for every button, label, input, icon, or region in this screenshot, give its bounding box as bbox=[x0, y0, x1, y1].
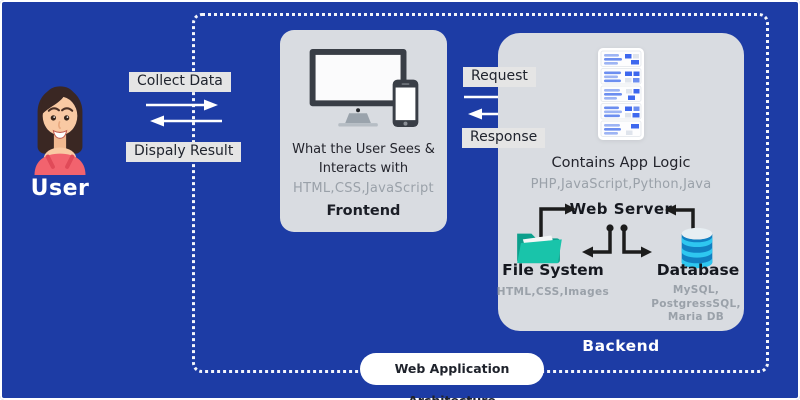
user-frontend-arrows-icon bbox=[146, 99, 222, 127]
frontend-description: What the User Sees & Interacts with bbox=[280, 141, 447, 179]
frontend-title: Frontend bbox=[326, 203, 401, 219]
web-server-label: Web Server bbox=[569, 200, 673, 218]
user-label: User bbox=[30, 176, 90, 201]
response-label: Response bbox=[462, 128, 546, 148]
backend-connector-arrows-icon bbox=[539, 203, 695, 258]
file-system-technologies: HTML,CSS,Images bbox=[496, 286, 610, 298]
frontend-technologies: HTML,CSS,JavaScript bbox=[293, 181, 434, 196]
file-system-label: File System bbox=[502, 261, 604, 279]
database-technologies-line1: MySQL, PostgressSQL, bbox=[651, 284, 741, 310]
backend-technologies: PHP,JavaScript,Python,Java bbox=[530, 177, 712, 192]
backend-title: Backend bbox=[582, 337, 660, 355]
frontend-description-line1: What the User Sees & bbox=[292, 142, 435, 157]
database-icon bbox=[681, 227, 713, 269]
folder-icon bbox=[517, 233, 562, 264]
monitor-phone-icon bbox=[309, 48, 419, 128]
collect-data-label: Collect Data bbox=[129, 72, 231, 92]
request-label: Request bbox=[463, 67, 536, 87]
frontend-description-line2: Interacts with bbox=[318, 160, 409, 176]
database-technologies: MySQL, PostgressSQL, Maria DB bbox=[637, 284, 755, 325]
user-avatar-icon bbox=[34, 86, 86, 175]
backend-app-logic: Contains App Logic bbox=[551, 155, 691, 171]
database-technologies-line2: Maria DB bbox=[667, 311, 725, 324]
display-result-label: Dispaly Result bbox=[126, 142, 242, 162]
database-label: Database bbox=[656, 261, 740, 279]
diagram-title-pill: Web Application Architecture bbox=[360, 353, 544, 400]
server-icon bbox=[598, 48, 644, 140]
